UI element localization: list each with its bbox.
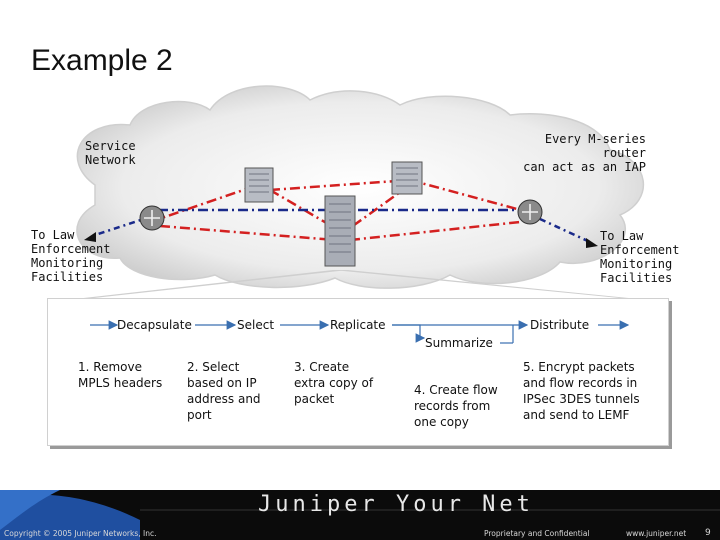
website-text: www.juniper.net: [626, 529, 687, 538]
m-series-router-icon-central: [324, 195, 356, 267]
m-series-router-icon-2: [391, 161, 423, 195]
network-cloud-diagram: [65, 85, 648, 300]
brand-logo: Juniper Your Net: [258, 492, 534, 517]
footer-accent-icon: [0, 490, 720, 540]
step-3-text: 3. Create extra copy of packet: [294, 360, 374, 406]
stage-replicate: Replicate: [330, 318, 386, 332]
service-network-label: Service Network: [85, 139, 136, 167]
callout-wedge-left: [65, 270, 348, 300]
law-enforcement-left-label: To Law Enforcement Monitoring Facilities: [31, 228, 111, 284]
stage-distribute: Distribute: [530, 318, 590, 332]
law-enforcement-right-label: To Law Enforcement Monitoring Facilities: [600, 229, 680, 285]
stage-decapsulate: Decapsulate: [117, 318, 192, 332]
router-icon-left: [139, 205, 165, 231]
callout-wedge-right: [333, 270, 648, 300]
step-1-text: 1. Remove MPLS headers: [78, 360, 163, 390]
copyright-text: Copyright © 2005 Juniper Networks, Inc.: [4, 529, 157, 538]
process-panel: [47, 298, 669, 446]
confidential-text: Proprietary and Confidential: [484, 529, 590, 538]
m-series-router-icon-1: [244, 167, 274, 203]
footer-bar: Juniper Your Net Copyright © 2005 Junipe…: [0, 490, 720, 540]
step-4-text: 4. Create flow records from one copy: [414, 383, 498, 429]
stage-summarize: Summarize: [425, 336, 493, 350]
cloud-shape: [76, 85, 645, 289]
page-number: 9: [705, 528, 711, 538]
router-icon-right: [517, 199, 543, 225]
step-2-text: 2. Select based on IP address and port: [187, 360, 261, 422]
arrow-left-icon: [84, 232, 96, 242]
iap-note: Every M-series router can act as an IAP: [523, 132, 646, 174]
process-flow-arrows: [90, 320, 630, 344]
flow-arrow-summarize: [392, 324, 426, 343]
slide-title: Example 2: [31, 44, 173, 77]
stage-select: Select: [237, 318, 275, 332]
step-5-text: 5. Encrypt packets and flow records in I…: [523, 360, 640, 422]
arrow-right-icon: [586, 238, 598, 248]
